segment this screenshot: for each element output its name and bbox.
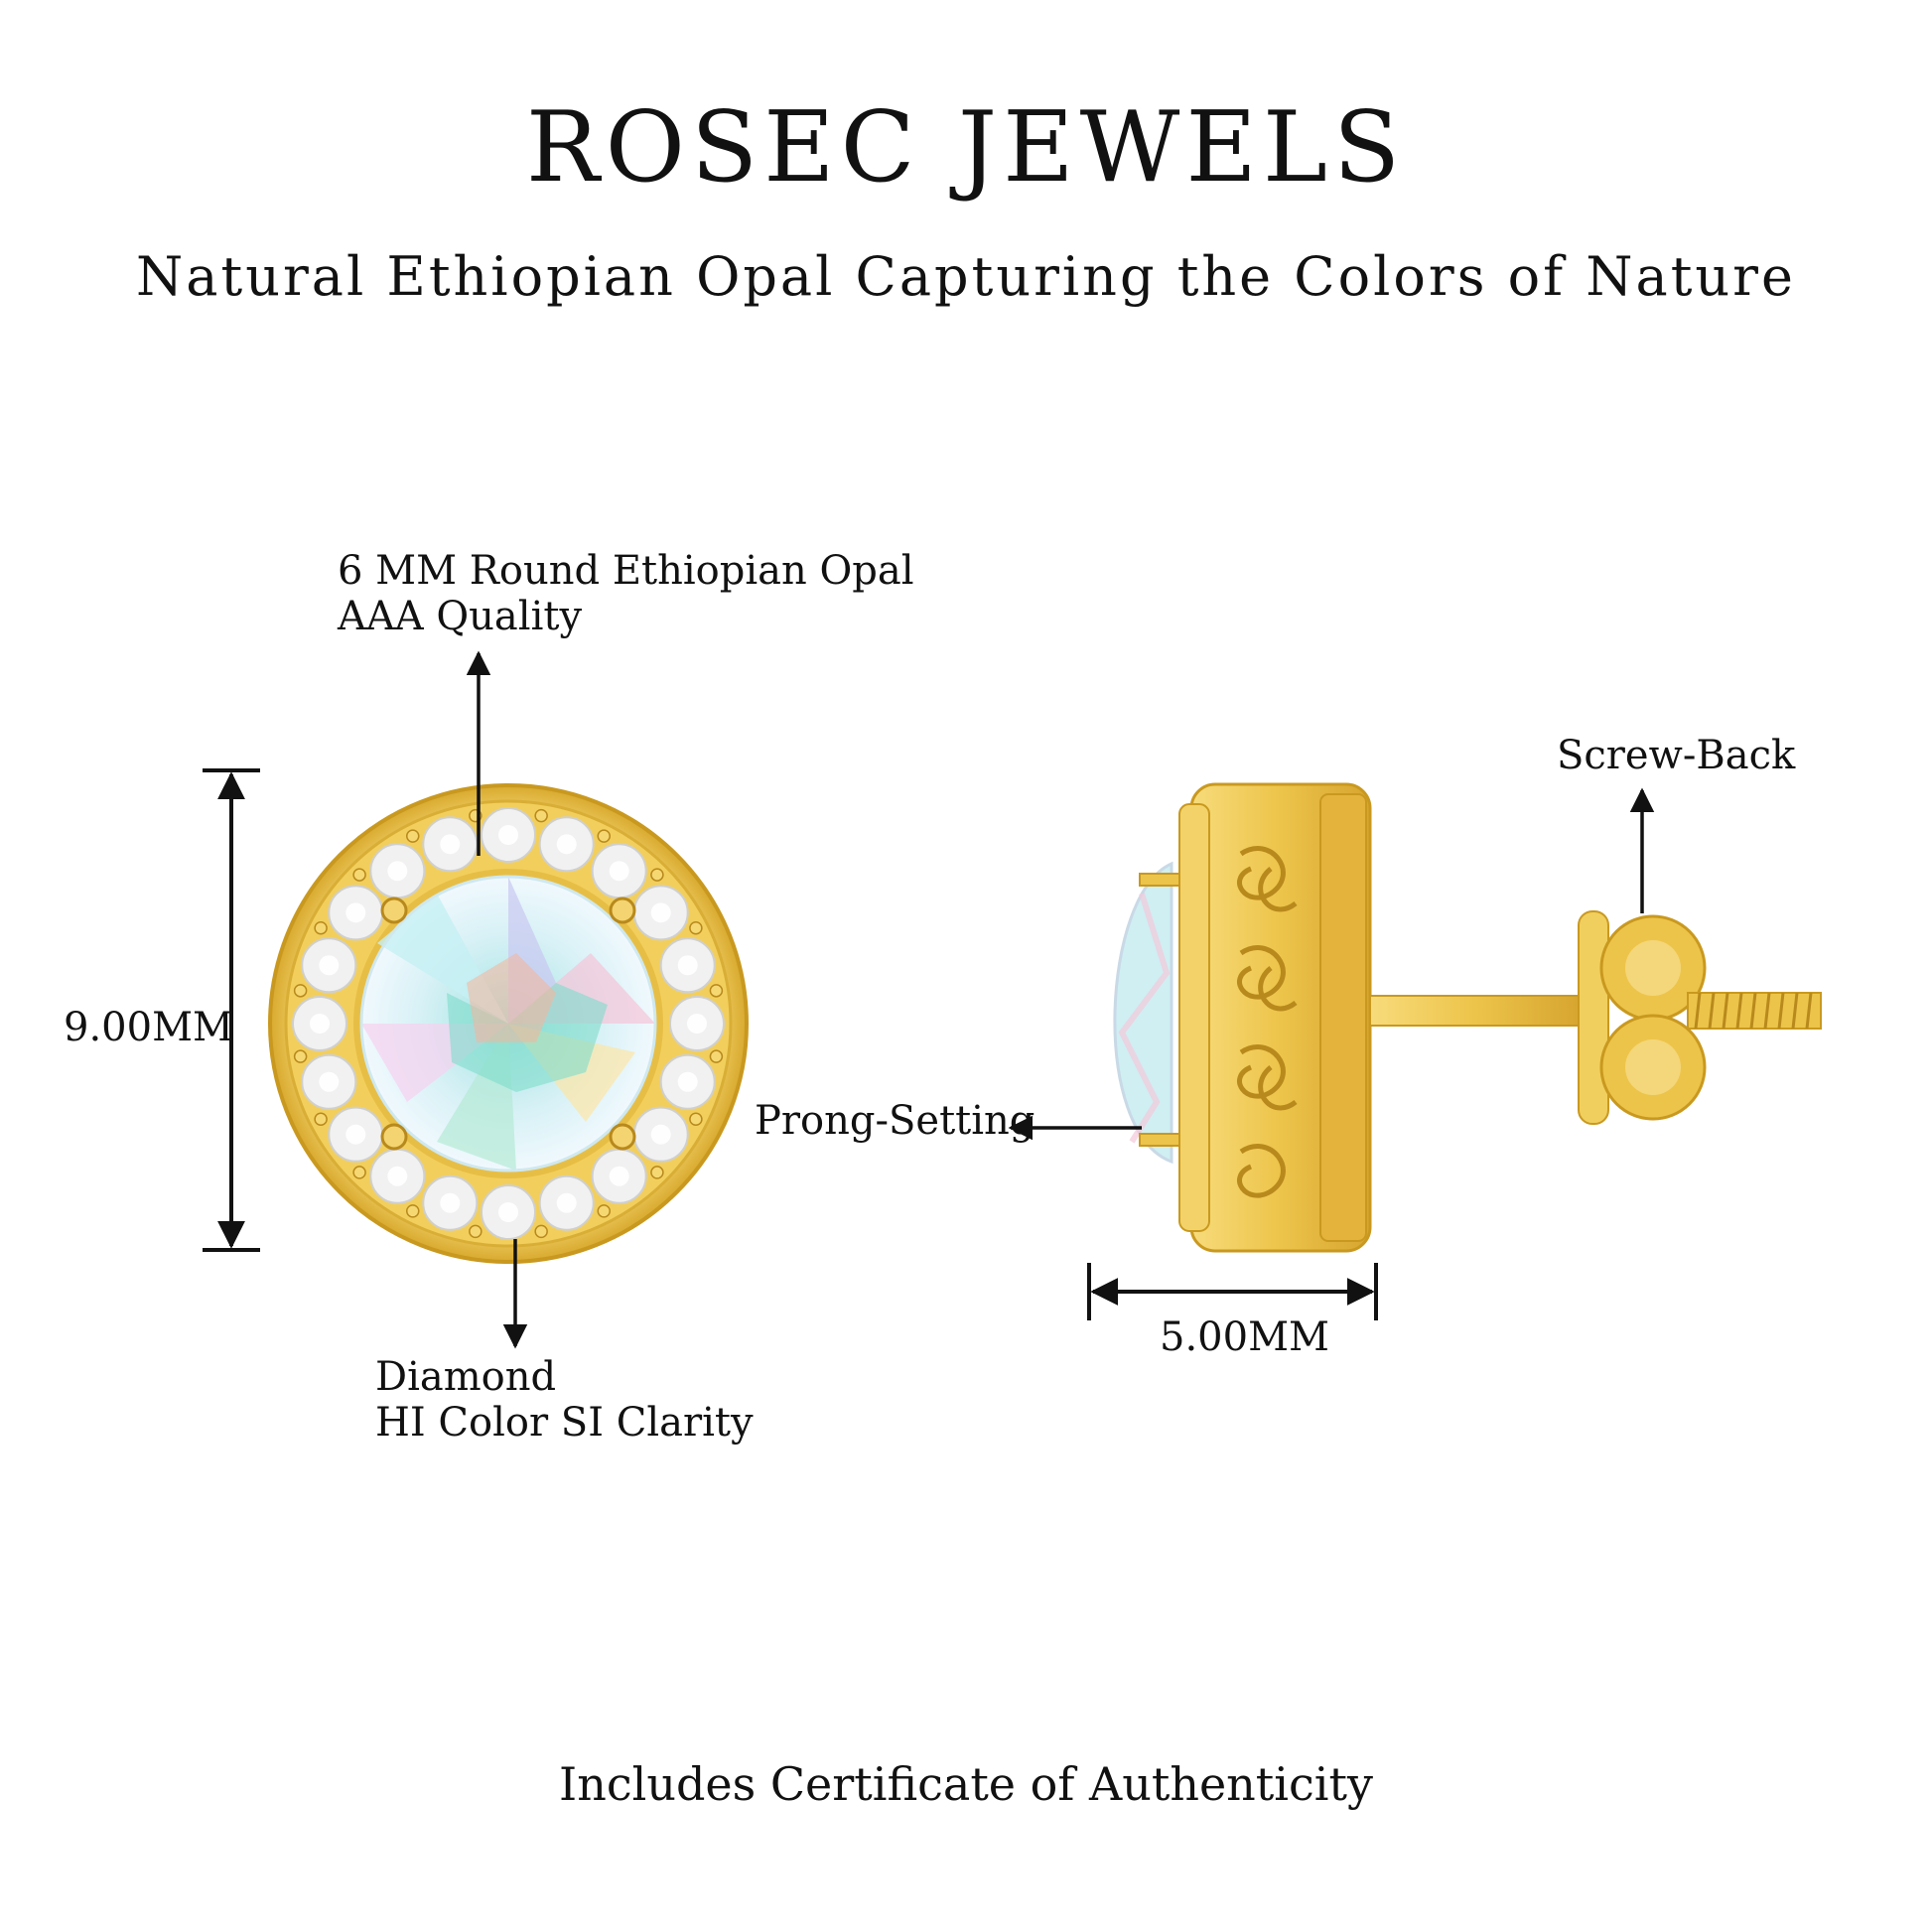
halo-diamond-sparkle: [650, 902, 671, 923]
halo-diamond-sparkle: [310, 1014, 330, 1034]
halo-bead: [597, 829, 611, 843]
halo-bead: [406, 829, 420, 843]
halo-diamond-sparkle: [387, 1166, 408, 1186]
halo-bead: [534, 1224, 548, 1239]
earring-front-view: [268, 783, 749, 1264]
halo-diamond-sparkle: [345, 902, 366, 923]
opal-stone: [359, 875, 657, 1173]
halo-diamond-sparkle: [319, 1071, 340, 1092]
halo-bead: [709, 984, 724, 998]
diamond-callout-line1: Diamond: [375, 1354, 557, 1400]
screw-back-label: Screw-Back: [1557, 733, 1796, 778]
diamond-callout: Diamond HI Color SI Clarity: [375, 1354, 754, 1446]
opal-callout: 6 MM Round Ethiopian Opal AAA Quality: [338, 548, 914, 639]
halo-bead: [314, 1112, 328, 1126]
halo-bead: [650, 1166, 664, 1179]
brand-title: ROSEC JEWELS: [525, 91, 1407, 205]
prong: [380, 897, 636, 1151]
halo-diamond-sparkle: [387, 861, 408, 882]
halo-diamond-sparkle: [345, 1124, 366, 1145]
halo-diamond-sparkle: [498, 1202, 518, 1222]
tagline: Natural Ethiopian Opal Capturing the Col…: [136, 245, 1796, 308]
callout-arrows: [466, 650, 1655, 1349]
certificate-note: Includes Certificate of Authenticity: [559, 1757, 1373, 1811]
halo-diamond-sparkle: [677, 1071, 698, 1092]
halo-diamond-sparkle: [609, 1166, 629, 1186]
halo-diamond-sparkle: [609, 861, 629, 882]
halo-diamond-sparkle: [440, 1192, 461, 1213]
halo-bead: [689, 1112, 703, 1126]
halo-bead: [709, 1049, 724, 1063]
prong-setting-label: Prong-Setting: [755, 1098, 1035, 1144]
width-dimension-label: 5.00MM: [1160, 1314, 1329, 1360]
halo-diamond-sparkle: [556, 1192, 577, 1213]
halo-bead: [352, 868, 366, 882]
height-dimension-label: 9.00MM: [64, 1005, 233, 1050]
halo-bead: [469, 1224, 483, 1239]
halo-diamond-sparkle: [498, 825, 518, 845]
halo-bead: [293, 1049, 308, 1063]
opal-callout-line1: 6 MM Round Ethiopian Opal: [338, 548, 914, 594]
halo-bead: [650, 868, 664, 882]
opal-callout-line2: AAA Quality: [338, 594, 583, 639]
halo-bead: [689, 921, 703, 935]
halo-bead: [597, 1204, 611, 1218]
earring-side-view: [1113, 782, 1822, 1253]
filigree-pattern: [1237, 846, 1298, 1198]
halo-diamond-sparkle: [650, 1124, 671, 1145]
dimension-height: [203, 768, 260, 1252]
halo-diamond-sparkle: [687, 1014, 707, 1034]
halo-diamond-sparkle: [556, 834, 577, 855]
halo-bead: [406, 1204, 420, 1218]
halo-diamond-sparkle: [440, 834, 461, 855]
halo-diamond-sparkle: [677, 955, 698, 976]
halo-bead: [293, 984, 308, 998]
diamond-callout-line2: HI Color SI Clarity: [375, 1400, 754, 1446]
halo-bead: [534, 808, 548, 823]
dimension-width: [1087, 1263, 1378, 1320]
halo-diamond-sparkle: [319, 955, 340, 976]
halo-bead: [314, 921, 328, 935]
halo-bead: [352, 1166, 366, 1179]
